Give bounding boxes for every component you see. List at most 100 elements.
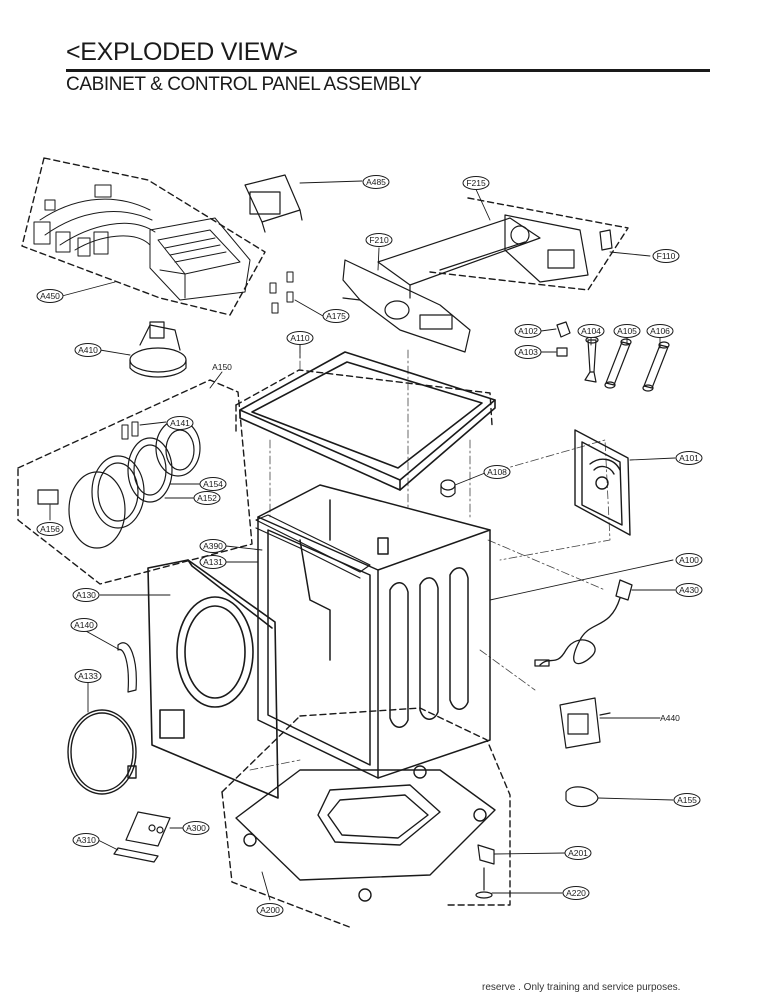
- callout-text: A156: [40, 524, 60, 534]
- callout-text: F210: [369, 235, 389, 245]
- main-pcb: [149, 217, 251, 301]
- part-panel-frame-f215: [377, 217, 541, 299]
- callout-text: A140: [74, 620, 94, 630]
- callout-text: A390: [203, 541, 223, 551]
- callout-text: A175: [326, 311, 346, 321]
- callout-text: A141: [170, 418, 190, 428]
- part-foot-a106: [642, 341, 670, 392]
- part-noise-filter-a440: [559, 697, 611, 749]
- callout-text: F110: [657, 251, 676, 261]
- callout-a133: A133: [74, 669, 102, 683]
- callout-f110: F110: [652, 249, 680, 263]
- callout-a141: A141: [166, 416, 194, 430]
- callout-text: A133: [78, 671, 98, 681]
- part-door-frame-a154: [127, 437, 173, 503]
- callout-text: A100: [679, 555, 699, 565]
- part-cap-a155: [565, 786, 599, 808]
- callout-a152: A152: [193, 491, 221, 505]
- callout-a106: A106: [646, 324, 674, 338]
- wire-harness: [33, 184, 156, 257]
- callout-a175: A175: [322, 309, 350, 323]
- part-module-a485: [244, 174, 303, 233]
- callout-a150: A150: [212, 362, 232, 372]
- part-hinge-a156: [37, 489, 59, 505]
- part-display-pcb-f110: [504, 214, 613, 283]
- callout-a155: A155: [673, 793, 701, 807]
- part-foot-a104: [584, 336, 599, 383]
- callout-a201: A201: [564, 846, 592, 860]
- callout-a485: A485: [362, 175, 390, 189]
- callout-a102: A102: [514, 324, 542, 338]
- part-front-panel-a130: [147, 559, 279, 799]
- part-gasket-a140: [117, 642, 137, 693]
- page-subtitle: CABINET & CONTROL PANEL ASSEMBLY: [66, 74, 422, 95]
- callout-text: A102: [518, 326, 538, 336]
- callout-a101: A101: [675, 451, 703, 465]
- callout-a104: A104: [577, 324, 605, 338]
- part-bracket-a201: [477, 844, 495, 865]
- callout-a110: A110: [286, 331, 314, 345]
- copyright-footer: reserve . Only training and service purp…: [482, 982, 681, 993]
- callout-a103: A103: [514, 345, 542, 359]
- callout-a390: A390: [199, 539, 227, 553]
- callout-text: A110: [290, 333, 309, 343]
- callout-text: A131: [203, 557, 223, 567]
- part-knob-a102: [556, 321, 571, 338]
- group-outlines: [17, 157, 629, 929]
- part-door-ring-a152: [91, 455, 145, 529]
- callout-f210: F210: [365, 233, 393, 247]
- callout-a450: A450: [36, 289, 64, 303]
- callout-text: A155: [677, 795, 697, 805]
- callout-text: A200: [260, 905, 280, 915]
- page-title: <EXPLODED VIEW>: [66, 38, 298, 66]
- part-grommet-a108: [440, 479, 456, 498]
- callout-a131: A131: [199, 555, 227, 569]
- callout-text: A106: [650, 326, 670, 336]
- callout-a300: A300: [182, 821, 210, 835]
- part-door-inner-a150: [68, 471, 126, 549]
- part-pressure-switch-a410: [129, 321, 187, 378]
- part-control-panel-f210: [342, 259, 471, 353]
- callout-text: A105: [617, 326, 637, 336]
- callout-a105: A105: [613, 324, 641, 338]
- leader-lines: [49, 180, 676, 901]
- part-clamp-a133: [67, 709, 137, 795]
- callout-text: A430: [679, 585, 699, 595]
- callout-a140: A140: [70, 618, 98, 632]
- part-latch: [121, 421, 139, 440]
- callout-a310: A310: [72, 833, 100, 847]
- callout-text: A108: [487, 467, 507, 477]
- callout-text: A201: [568, 848, 588, 858]
- callout-a200: A200: [256, 903, 284, 917]
- part-switch-a103: [556, 347, 568, 357]
- part-cabinet-a100: [257, 484, 491, 779]
- callout-a156: A156: [36, 522, 64, 536]
- callout-a154: A154: [199, 477, 227, 491]
- callout-f215: F215: [462, 176, 490, 190]
- callout-a440: A440: [660, 713, 680, 723]
- alignment-lines: [249, 344, 611, 771]
- callout-text: A310: [76, 835, 96, 845]
- callout-text: A300: [186, 823, 206, 833]
- callout-a130: A130: [72, 588, 100, 602]
- part-power-cord-a430: [534, 579, 633, 667]
- part-spacers-a175: [269, 271, 294, 314]
- callout-text: F215: [466, 178, 486, 188]
- part-service-cover-a300: [125, 811, 171, 847]
- callout-text: A220: [566, 888, 586, 898]
- part-screw-a220: [475, 867, 493, 899]
- part-frame-a390: [255, 514, 371, 579]
- part-top-plate-a110: [239, 351, 496, 491]
- part-filter-cap-a310: [113, 847, 159, 863]
- title-rule: [66, 69, 710, 72]
- part-foot-a105: [604, 338, 632, 389]
- callout-text: A440: [660, 713, 680, 723]
- callout-text: A103: [518, 347, 538, 357]
- callout-a220: A220: [562, 886, 590, 900]
- callout-text: A410: [78, 345, 98, 355]
- callout-a108: A108: [483, 465, 511, 479]
- callout-text: A130: [76, 590, 96, 600]
- callout-a430: A430: [675, 583, 703, 597]
